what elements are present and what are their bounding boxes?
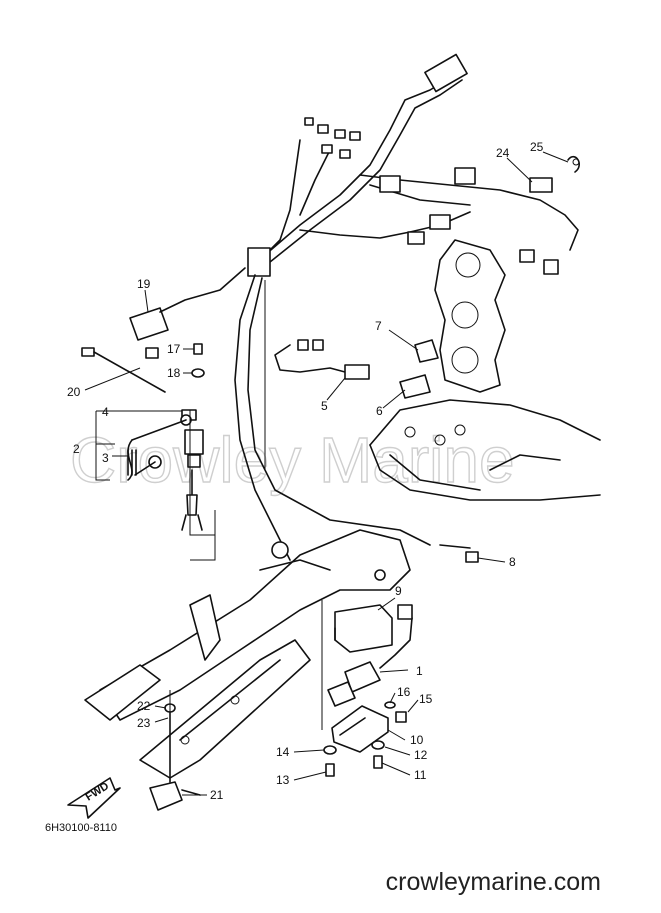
reference-lines <box>169 280 323 760</box>
bolt-8 <box>439 544 479 563</box>
callout-4: 4 <box>102 405 109 419</box>
callout-24: 24 <box>496 146 510 160</box>
diagram-code: 6H30100-8110 <box>45 822 117 834</box>
callout-8: 8 <box>509 555 516 569</box>
bracket-clip <box>399 339 439 399</box>
callout-6: 6 <box>376 404 383 418</box>
callout-labels: 1 2 3 4 5 6 7 8 9 10 11 12 13 14 15 16 1… <box>67 140 544 802</box>
leader-lines <box>84 151 569 796</box>
main-harness-connector <box>129 267 246 359</box>
callout-18: 18 <box>167 366 181 380</box>
callout-12: 12 <box>414 748 428 762</box>
callout-19: 19 <box>137 277 151 291</box>
callout-2: 2 <box>73 442 80 456</box>
callout-21: 21 <box>210 788 224 802</box>
callout-15: 15 <box>419 692 433 706</box>
bottom-cowling <box>369 399 601 501</box>
thermo-switch <box>274 339 370 380</box>
wiring-harness <box>234 53 579 561</box>
callout-13: 13 <box>276 773 290 787</box>
callout-10: 10 <box>410 733 424 747</box>
steering-bracket <box>84 529 411 721</box>
callout-5: 5 <box>321 399 328 413</box>
callout-1: 1 <box>416 664 423 678</box>
small-fasteners <box>323 701 407 777</box>
neutral-switch <box>327 604 413 707</box>
callout-14: 14 <box>276 745 290 759</box>
footer-url[interactable]: crowleymarine.com <box>385 868 601 896</box>
callout-25: 25 <box>530 140 544 154</box>
engine-stop-switch <box>127 409 204 531</box>
switch-cover <box>334 604 393 653</box>
callout-23: 23 <box>137 716 151 730</box>
callout-20: 20 <box>67 385 81 399</box>
cylinder-block <box>434 239 506 393</box>
connector-24-25 <box>567 155 580 173</box>
callout-9: 9 <box>395 584 402 598</box>
callout-11: 11 <box>414 768 427 782</box>
fwd-arrow: FWD <box>67 777 121 819</box>
callout-16: 16 <box>397 685 411 699</box>
callout-17: 17 <box>167 342 181 356</box>
callout-3: 3 <box>102 451 109 465</box>
callout-22: 22 <box>137 699 151 713</box>
callout-7: 7 <box>375 319 382 333</box>
switch-holder <box>331 705 389 753</box>
